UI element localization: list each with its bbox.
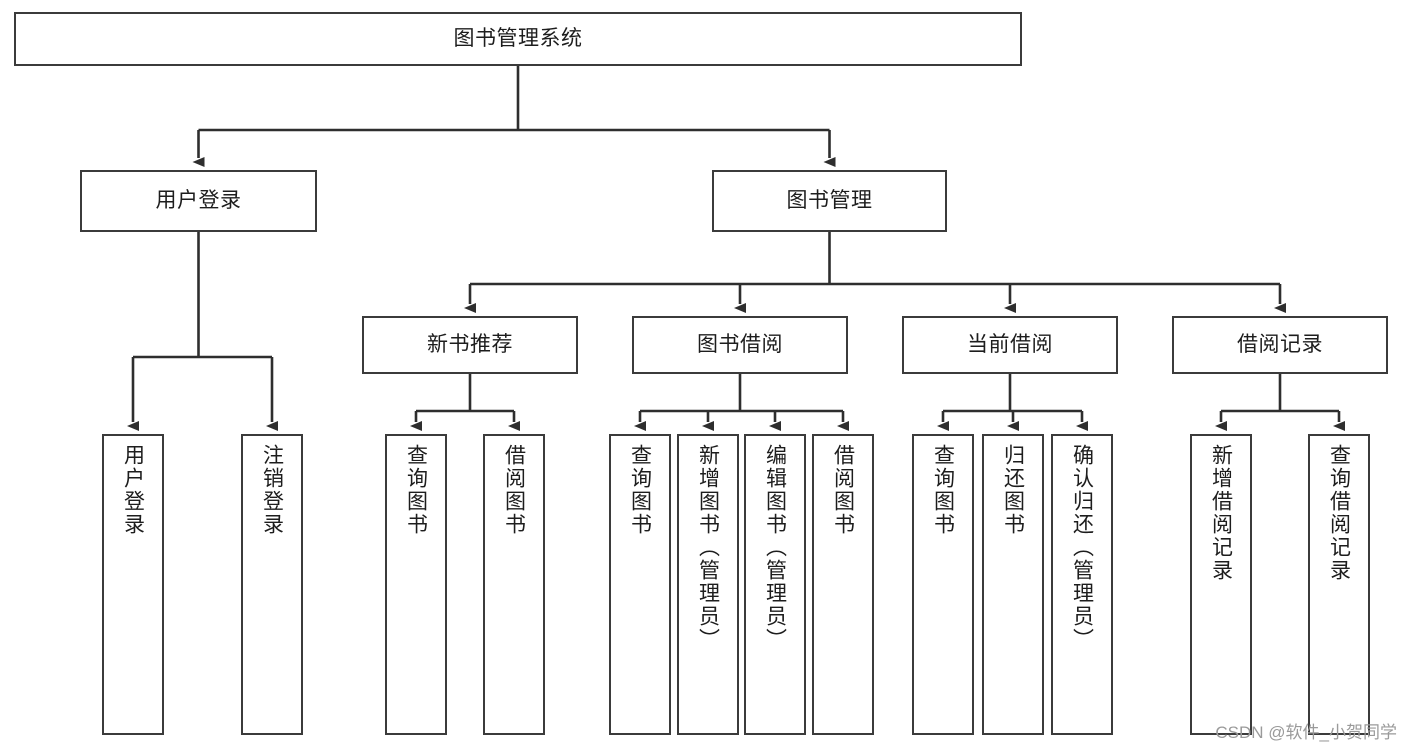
node-newbook[interactable]: 新书推荐 xyxy=(362,316,578,374)
node-leaf11[interactable]: 确认归还（管理员） xyxy=(1051,434,1113,735)
node-label: 注销登录 xyxy=(260,444,284,536)
node-leaf6[interactable]: 新增图书（管理员） xyxy=(677,434,739,735)
node-current[interactable]: 当前借阅 xyxy=(902,316,1118,374)
node-label: 确认归还（管理员） xyxy=(1070,444,1094,651)
node-label: 当前借阅 xyxy=(967,333,1053,357)
node-leaf5[interactable]: 查询图书 xyxy=(609,434,671,735)
node-leaf3[interactable]: 查询图书 xyxy=(385,434,447,735)
node-label: 归还图书 xyxy=(1001,444,1025,536)
node-bookmgmt[interactable]: 图书管理 xyxy=(712,170,947,232)
node-label: 新增图书（管理员） xyxy=(696,444,720,651)
node-label: 图书管理系统 xyxy=(453,27,583,51)
node-label: 用户登录 xyxy=(155,189,242,213)
node-label: 新增借阅记录 xyxy=(1209,444,1233,582)
node-label: 编辑图书（管理员） xyxy=(763,444,787,651)
node-label: 查询图书 xyxy=(404,444,428,536)
node-label: 借阅记录 xyxy=(1237,333,1323,357)
node-leaf7[interactable]: 编辑图书（管理员） xyxy=(744,434,806,735)
node-label: 图书借阅 xyxy=(697,333,783,357)
node-leaf12[interactable]: 新增借阅记录 xyxy=(1190,434,1252,735)
node-label: 用户登录 xyxy=(121,444,145,536)
node-leaf2[interactable]: 注销登录 xyxy=(241,434,303,735)
node-label: 新书推荐 xyxy=(427,333,513,357)
node-label: 查询图书 xyxy=(931,444,955,536)
node-label: 图书管理 xyxy=(786,189,873,213)
node-label: 查询借阅记录 xyxy=(1327,444,1351,582)
node-login[interactable]: 用户登录 xyxy=(80,170,317,232)
node-records[interactable]: 借阅记录 xyxy=(1172,316,1388,374)
node-leaf8[interactable]: 借阅图书 xyxy=(812,434,874,735)
node-leaf13[interactable]: 查询借阅记录 xyxy=(1308,434,1370,735)
node-label: 借阅图书 xyxy=(502,444,526,536)
node-borrow[interactable]: 图书借阅 xyxy=(632,316,848,374)
node-leaf10[interactable]: 归还图书 xyxy=(982,434,1044,735)
node-label: 查询图书 xyxy=(628,444,652,536)
node-leaf1[interactable]: 用户登录 xyxy=(102,434,164,735)
node-leaf4[interactable]: 借阅图书 xyxy=(483,434,545,735)
node-leaf9[interactable]: 查询图书 xyxy=(912,434,974,735)
node-label: 借阅图书 xyxy=(831,444,855,536)
node-root[interactable]: 图书管理系统 xyxy=(14,12,1022,66)
